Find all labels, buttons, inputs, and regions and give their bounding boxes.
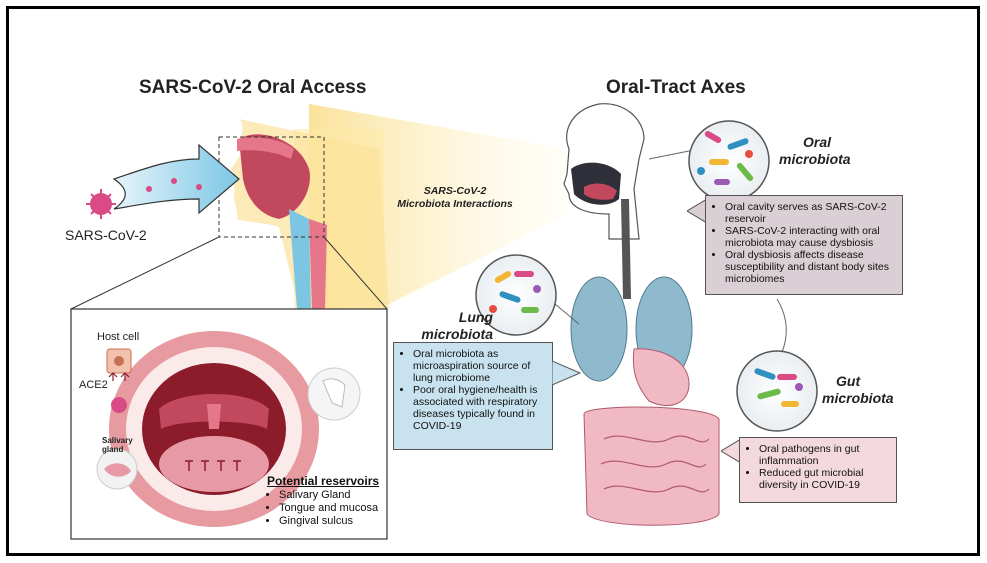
gut-bullets: Oral pathogens in gut inflammation Reduc… [746,443,890,491]
gut-bullet: Reduced gut microbial diversity in COVID… [759,467,890,491]
reservoir-item: Salivary Gland [279,489,382,502]
figure-frame: SARS-CoV-2 Oral Access Oral-Tract Axes S… [6,6,980,556]
oral-bullet: Oral dysbiosis affects disease susceptib… [725,249,896,285]
gut-title-line2: microbiota [822,390,894,407]
salivary-gland-label: Salivary gland [102,436,133,454]
zoom-connector [71,237,219,309]
virus-label: SARS-CoV-2 [65,227,147,243]
lung-microbiota-title: Lung microbiota [417,309,493,343]
salivary-gland-label-line1: Salivary [102,436,133,445]
gut-box-pointer [721,439,741,463]
inset-virion [111,397,127,413]
oral-title-line1: Oral [779,134,851,151]
lung-microbiota-box: Oral microbiota as microaspiration sourc… [393,342,553,450]
sars-cov-2-virion [86,189,116,219]
virion-dot [196,184,202,190]
lung-title-line1: Lung [417,309,493,326]
lung-bullets: Oral microbiota as microaspiration sourc… [400,348,546,432]
reservoir-item: Tongue and mucosa [279,502,382,515]
oral-bullet: SARS-CoV-2 interacting with oral microbi… [725,225,896,249]
virion-dot [171,178,177,184]
reservoir-item: Gingival sulcus [279,515,382,528]
intestines [584,407,719,525]
oral-bullets: Oral cavity serves as SARS-CoV-2 reservo… [712,201,896,285]
gut-connector [777,299,786,359]
oral-box-pointer [687,199,707,229]
gut-title-line1: Gut [822,373,894,390]
host-cell-label: Host cell [97,331,139,343]
oral-title-line2: microbiota [779,151,851,168]
inhalation-arrow [114,145,239,213]
oral-bullet: Oral cavity serves as SARS-CoV-2 reservo… [725,201,896,225]
lung-bullet: Poor oral hygiene/health is associated w… [413,384,546,432]
reservoirs-list: Salivary Gland Tongue and mucosa Gingiva… [267,489,382,528]
lung-bullet: Oral microbiota as microaspiration sourc… [413,348,546,384]
gut-microbiota-bubble [737,351,817,431]
gut-microbiota-box: Oral pathogens in gut inflammation Reduc… [739,437,897,503]
interaction-label: SARS-CoV-2 Microbiota Interactions [395,185,515,211]
virion-dot [146,186,152,192]
lung-title-line2: microbiota [417,326,493,343]
salivary-gland-label-line2: gland [102,445,133,454]
gut-bullet: Oral pathogens in gut inflammation [759,443,890,467]
left-panel-title: SARS-CoV-2 Oral Access [139,77,366,99]
cell-nucleus [114,356,124,366]
potential-reservoirs: Potential reservoirs Salivary Gland Tong… [267,474,382,528]
right-panel-title: Oral-Tract Axes [606,77,746,99]
reservoirs-title: Potential reservoirs [267,474,382,488]
esophagus-left [309,219,327,309]
gut-microbiota-title: Gut microbiota [822,373,894,407]
interaction-label-line1: SARS-CoV-2 [395,185,515,198]
interaction-label-line2: Microbiota Interactions [395,198,515,211]
oral-microbiota-title: Oral microbiota [779,134,851,168]
ace2-label: ACE2 [79,379,108,391]
oral-microbiota-bubble [689,121,769,201]
lung-box-pointer [552,361,582,385]
oral-microbiota-box: Oral cavity serves as SARS-CoV-2 reservo… [705,195,903,295]
